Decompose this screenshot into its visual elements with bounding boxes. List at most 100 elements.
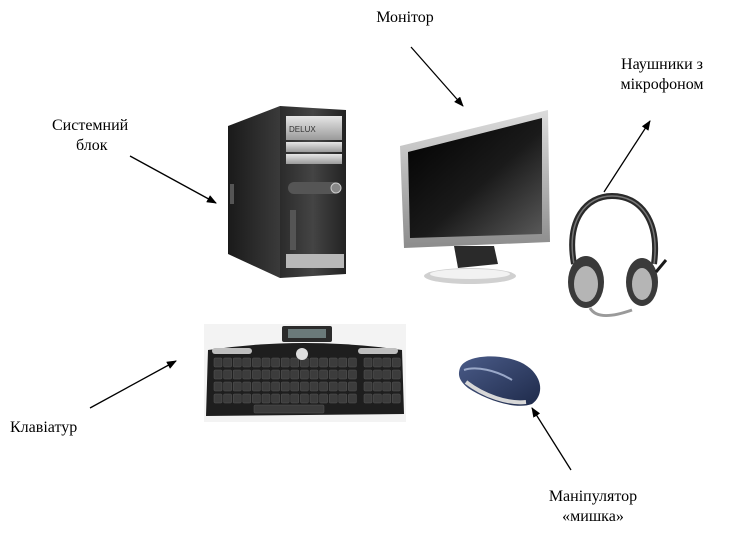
arrow-system-unit <box>129 155 217 204</box>
keyboard-key <box>252 369 261 380</box>
keyboard-key <box>348 357 357 368</box>
keyboard-key <box>290 393 300 404</box>
keyboard-key <box>348 381 357 392</box>
keyboard-key <box>232 357 242 368</box>
keyboard-key <box>338 369 348 380</box>
keyboard-numpad-key <box>382 369 392 380</box>
keyboard-key <box>319 357 328 368</box>
keyboard-key <box>290 357 300 368</box>
keyboard-key <box>261 357 271 368</box>
computer-mouse-icon <box>458 356 541 406</box>
keyboard-numpad-key <box>363 357 373 368</box>
arrow-monitor <box>410 46 464 107</box>
keyboard-key <box>252 381 261 392</box>
keyboard-key <box>300 393 309 404</box>
keyboard-key <box>223 369 232 380</box>
keyboard-key <box>213 357 223 368</box>
keyboard-key <box>300 381 309 392</box>
keyboard-key <box>232 369 242 380</box>
keyboard-icon <box>204 324 406 422</box>
keyboard-key <box>319 393 328 404</box>
keyboard-numpad-key <box>391 393 401 404</box>
label-system-unit-line2: блок <box>76 137 108 154</box>
keyboard-key <box>213 369 223 380</box>
label-keyboard-text: Клавіатур <box>10 419 78 436</box>
keyboard-key <box>328 381 338 392</box>
keyboard-key <box>338 381 348 392</box>
keyboard-numpad-key <box>382 393 392 404</box>
keyboard-key <box>309 369 319 380</box>
keyboard-key <box>309 381 319 392</box>
keyboard-numpad-key <box>382 381 392 392</box>
keyboard-key <box>271 369 280 380</box>
keyboard-key <box>271 393 280 404</box>
keyboard-key <box>242 357 252 368</box>
label-monitor: Монітор <box>362 8 448 28</box>
keyboard-numpad-key <box>373 369 382 380</box>
keyboard-key <box>290 369 300 380</box>
keyboard-key <box>328 369 338 380</box>
keyboard-numpad-key <box>391 357 401 368</box>
keyboard-key <box>242 369 252 380</box>
arrow-mouse <box>531 407 572 471</box>
keyboard-key <box>309 357 319 368</box>
keyboard-key <box>338 357 348 368</box>
keyboard-key <box>232 381 242 392</box>
keyboard-key <box>319 369 328 380</box>
keyboard-key <box>348 369 357 380</box>
keyboard-key <box>280 381 290 392</box>
label-system-unit-line1: Системний <box>52 117 129 134</box>
keyboard-key <box>271 357 280 368</box>
keyboard-key <box>232 393 242 404</box>
label-mouse-line2: «мишка» <box>562 508 624 525</box>
keyboard-key <box>328 393 338 404</box>
arrow-keyboard <box>89 360 177 409</box>
label-mouse: Маніпулятор «мишка» <box>530 487 656 527</box>
lcd-monitor-icon <box>400 110 550 284</box>
keyboard-key <box>261 381 271 392</box>
label-monitor-text: Монітор <box>376 9 434 26</box>
keyboard-numpad-key <box>391 381 401 392</box>
label-headphones-line2: мікрофоном <box>620 76 704 93</box>
keyboard-numpad-key <box>373 381 382 392</box>
keyboard-numpad-key <box>363 369 373 380</box>
keyboard-key <box>300 369 309 380</box>
keyboard-key <box>319 381 328 392</box>
keyboard-numpad-key <box>373 393 382 404</box>
keyboard-numpad-key <box>391 369 401 380</box>
keyboard-key <box>280 357 290 368</box>
keyboard-key <box>290 381 300 392</box>
keyboard-key <box>223 381 232 392</box>
keyboard-key <box>328 357 338 368</box>
arrow-headphones <box>603 120 651 193</box>
label-keyboard: Клавіатур <box>10 418 100 438</box>
keyboard-key <box>309 393 319 404</box>
label-headphones: Наушники з мікрофоном <box>602 55 722 95</box>
keyboard-key <box>213 381 223 392</box>
keyboard-key <box>338 393 348 404</box>
keyboard-key <box>348 393 357 404</box>
headset-with-microphone-icon <box>568 192 668 317</box>
keyboard-key <box>280 369 290 380</box>
pc-tower-icon: DELUX <box>228 106 346 278</box>
keyboard-key <box>280 393 290 404</box>
keyboard-spacebar <box>253 404 325 414</box>
keyboard-key <box>271 381 280 392</box>
keyboard-key <box>223 393 232 404</box>
label-system-unit: Системний блок <box>52 116 162 156</box>
case-logo: DELUX <box>289 125 316 134</box>
keyboard-key <box>261 369 271 380</box>
keyboard-numpad-key <box>373 357 382 368</box>
keyboard-key <box>242 393 252 404</box>
keyboard-numpad-key <box>363 393 373 404</box>
keyboard-key <box>213 393 223 404</box>
label-mouse-line1: Маніпулятор <box>548 488 638 505</box>
keyboard-key <box>223 357 232 368</box>
keyboard-key <box>242 381 252 392</box>
keyboard-numpad-key <box>382 357 392 368</box>
label-headphones-line1: Наушники з <box>621 56 703 73</box>
keyboard-key <box>252 357 261 368</box>
keyboard-key <box>252 393 261 404</box>
keyboard-numpad-key <box>363 381 373 392</box>
